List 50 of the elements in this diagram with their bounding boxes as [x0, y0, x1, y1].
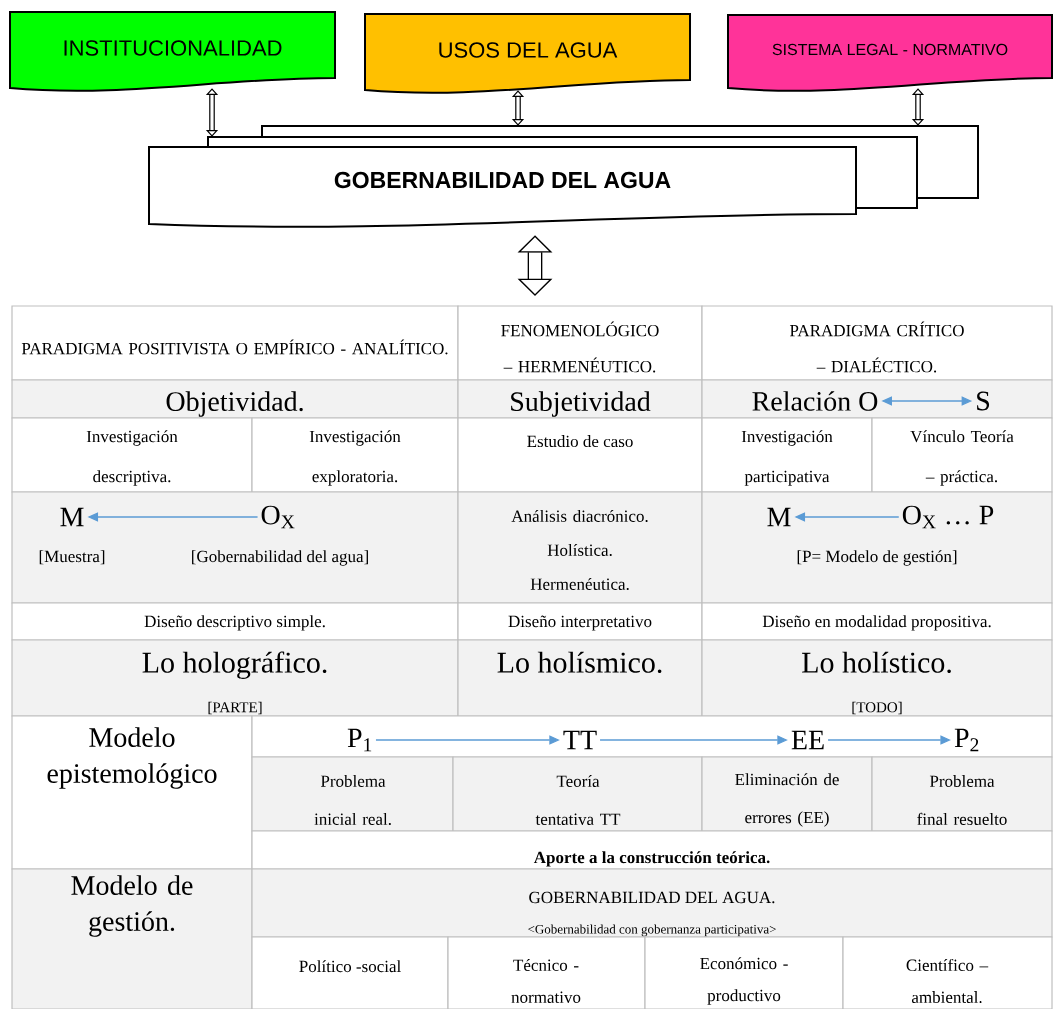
symbol-label: Relación O	[752, 391, 878, 411]
double-arrow	[205, 88, 219, 137]
table-cell: Subjetividad	[457, 379, 703, 419]
symbol-label: P$_{2}$	[954, 728, 979, 752]
symbol-label: O$_{X}$ … P	[902, 505, 994, 529]
document-box: USOS DEL AGUA	[364, 13, 691, 94]
table-cell: Investigación descriptiva.	[11, 417, 253, 493]
symbol-label: M	[767, 507, 791, 527]
symbol-label: M	[60, 507, 84, 527]
symbol-label: S	[977, 391, 990, 411]
table-cell: PARADIGMA CRÍTICO – DIALÉCTICO.	[701, 305, 1053, 381]
table-cell: Problema final resuelto	[871, 756, 1053, 832]
table-cell: Diseño descriptivo simple.	[11, 602, 459, 641]
table-cell: Científico – ambiental.	[842, 936, 1053, 1009]
document-box: INSTITUCIONALIDAD	[9, 11, 336, 92]
table-cell: GOBERNABILIDAD DEL AGUA. <Gobernabilidad con gobernanza participativa>	[251, 868, 1053, 938]
table-cell: Estudio de caso	[457, 417, 703, 493]
double-arrow	[511, 90, 525, 126]
symbol-label: TT	[563, 730, 597, 750]
table-cell: Investigación exploratoria.	[251, 417, 459, 493]
double-arrow	[911, 88, 925, 126]
block-arrow	[517, 235, 553, 296]
symbol-label: O$_{X}$	[261, 505, 295, 529]
symbol-label: EE	[791, 730, 824, 750]
table-cell: Modelo de gestión.	[11, 868, 253, 1009]
table-cell: Vínculo Teoría – práctica.	[871, 417, 1053, 493]
label: [Muestra]	[39, 550, 105, 565]
table-cell: Análisis diacrónico. Holística. Hermenéutica.	[457, 491, 703, 604]
table-cell: Teoría tentativa TT	[452, 756, 703, 832]
table-cell: Problema inicial real.	[251, 756, 454, 832]
table-cell: Político -social	[251, 936, 449, 1009]
table-cell: Lo holográfico. [PARTE]	[11, 639, 459, 717]
table-cell: Lo holísmico.	[457, 639, 703, 717]
table-cell: Lo holístico. [TODO]	[701, 639, 1053, 717]
table-cell: FENOMENOLÓGICO – HERMENÉUTICO.	[457, 305, 703, 381]
table-cell: Económico - productivo	[644, 936, 844, 1009]
document-box: SISTEMA LEGAL - NORMATIVO	[727, 14, 1053, 92]
table-cell: Modelo epistemológico	[11, 715, 253, 870]
table-cell: Aporte a la construcción teórica.	[251, 830, 1053, 870]
table-cell: Técnico - normativo	[447, 936, 646, 1009]
table-cell: Diseño en modalidad propositiva.	[701, 602, 1053, 641]
label: [Gobernabilidad del agua]	[192, 550, 368, 566]
document-stack: GOBERNABILIDAD DEL AGUA	[148, 125, 979, 228]
arrow	[827, 735, 951, 745]
table-cell: PARADIGMA POSITIVISTA O EMPÍRICO - ANALÍTICO.	[11, 305, 459, 381]
symbol-label: P$_{1}$	[347, 728, 372, 752]
table-cell: Diseño interpretativo	[457, 602, 703, 641]
table-cell: Investigación participativa	[701, 417, 873, 493]
table-cell: Objetividad.	[11, 379, 459, 419]
table-cell: Eliminación de errores (EE)	[701, 756, 873, 832]
